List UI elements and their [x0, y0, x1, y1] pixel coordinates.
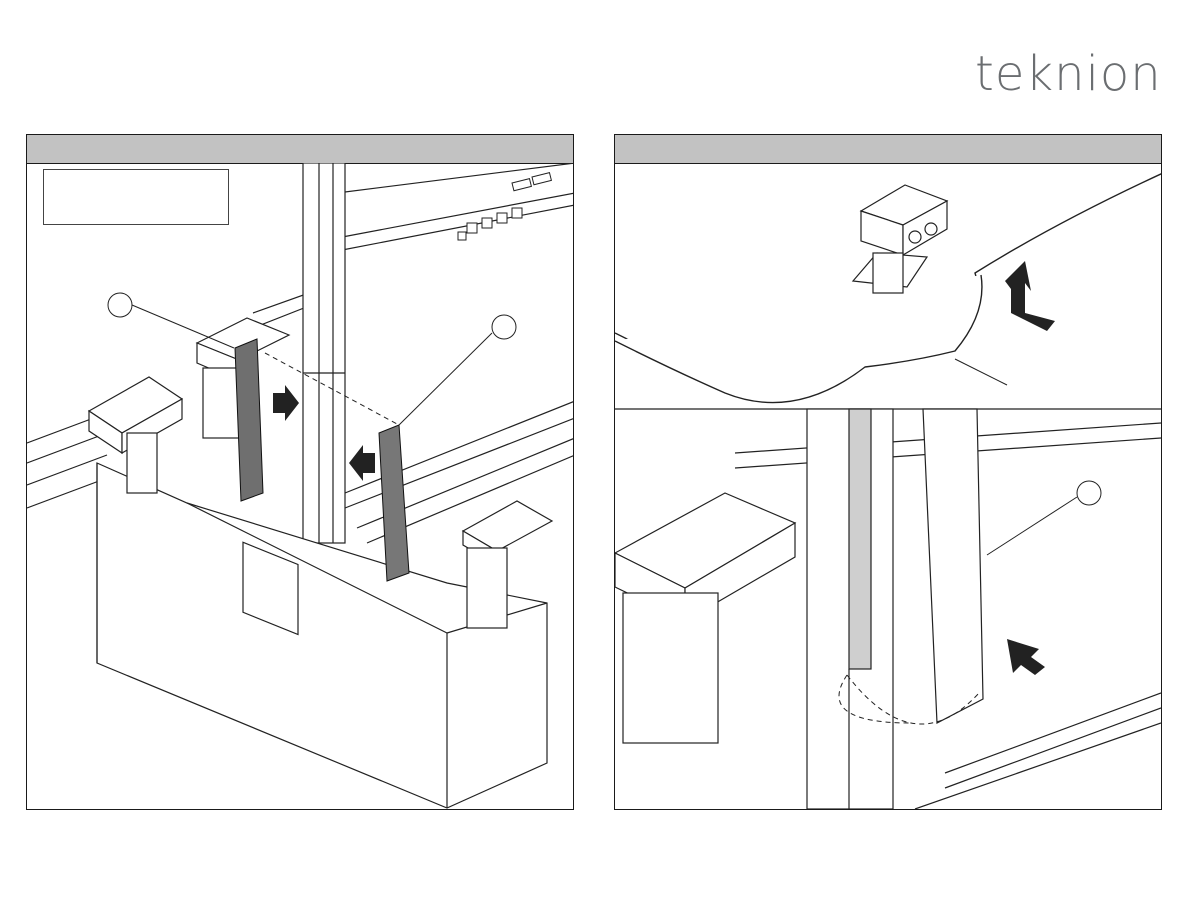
panel-header-right: [615, 135, 1161, 164]
teknion-logo: teknion: [975, 44, 1170, 104]
assembly-drawing-right: [615, 163, 1161, 809]
assembly-drawing-left: [27, 163, 573, 809]
step-panel-left: [26, 134, 574, 810]
arrow-up-icon: [1005, 261, 1055, 331]
note-box: [43, 169, 229, 225]
step-panel-right: [614, 134, 1162, 810]
arrow-left-icon: [349, 445, 375, 481]
panel-header-left: [27, 135, 573, 164]
arrow-insert-icon: [1007, 639, 1045, 675]
arrow-right-icon: [273, 385, 299, 421]
illustration-right: [615, 163, 1161, 809]
illustration-left: [27, 163, 573, 809]
